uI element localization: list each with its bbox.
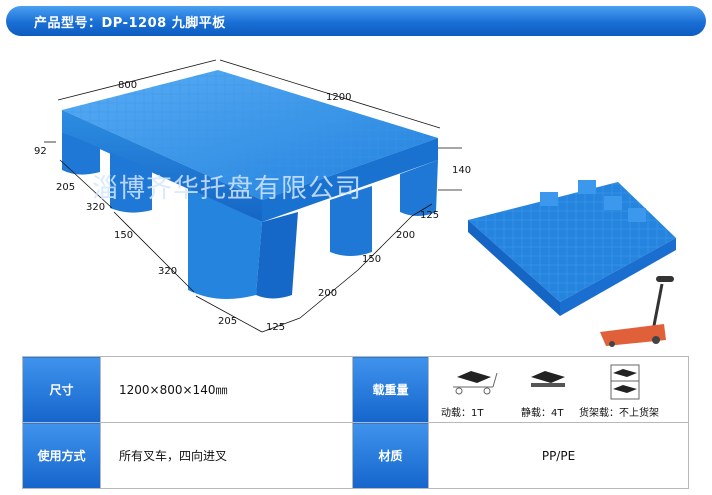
- pallet-side-right: [262, 138, 438, 222]
- dim-left-e: 205: [218, 316, 238, 327]
- dim-bottom-d: 200: [396, 230, 416, 241]
- pallet-bottom-view: [468, 180, 676, 316]
- spec-table: 尺寸 1200×800×140㎜ 载重量: [22, 356, 689, 489]
- load-cell: 动载：1T 静载：4T 货架载：不上货架: [428, 356, 689, 423]
- dim-left-height: 92: [34, 146, 47, 157]
- pallet-truck-icon: [600, 276, 674, 347]
- dynamic-load-icon: [453, 370, 498, 394]
- dimension-lines: [44, 59, 462, 333]
- pallet-illustration: [44, 59, 676, 347]
- table-row: 使用方式 所有叉车，四向进叉 材质 PP/PE: [22, 422, 689, 489]
- dim-left-d: 320: [158, 266, 178, 277]
- dim-left-c: 150: [114, 230, 134, 241]
- usage-value: 所有叉车，四向进叉: [100, 422, 353, 489]
- pallet-side-left: [62, 110, 262, 222]
- dim-bottom-e: 125: [420, 210, 440, 221]
- product-photo: 淄博齐华托盘有限公司 800 1200 92 140 205 320 150 3…: [0, 40, 712, 350]
- static-load-caption: 静载：4T: [521, 407, 564, 419]
- dim-top-right: 1200: [326, 92, 352, 103]
- dim-top-left: 800: [118, 80, 138, 91]
- product-title: 产品型号：DP-1208 九脚平板: [34, 16, 226, 31]
- dynamic-load-caption: 动载：1T: [441, 407, 484, 419]
- watermark-text: 淄博齐华托盘有限公司: [92, 174, 363, 204]
- material-label: 材质: [352, 422, 429, 489]
- load-icons: 动载：1T 静载：4T 货架载：不上货架: [429, 359, 688, 421]
- rack-load-icon: [610, 364, 640, 399]
- load-label: 载重量: [352, 356, 429, 423]
- size-label: 尺寸: [22, 356, 101, 423]
- static-load-icon: [531, 370, 565, 387]
- dim-bottom-a: 125: [266, 322, 286, 333]
- dim-bottom-c: 150: [362, 254, 382, 265]
- size-value: 1200×800×140㎜: [100, 356, 353, 423]
- table-row: 尺寸 1200×800×140㎜ 载重量: [22, 356, 689, 423]
- dim-bottom-b: 200: [318, 288, 338, 299]
- usage-label: 使用方式: [22, 422, 101, 489]
- dim-left-a: 205: [56, 182, 76, 193]
- header-bar: 产品型号：DP-1208 九脚平板: [6, 6, 706, 36]
- dim-right-height: 140: [452, 165, 472, 176]
- dim-left-b: 320: [86, 202, 106, 213]
- rack-load-caption: 货架载：不上货架: [579, 407, 659, 419]
- material-value: PP/PE: [428, 422, 689, 489]
